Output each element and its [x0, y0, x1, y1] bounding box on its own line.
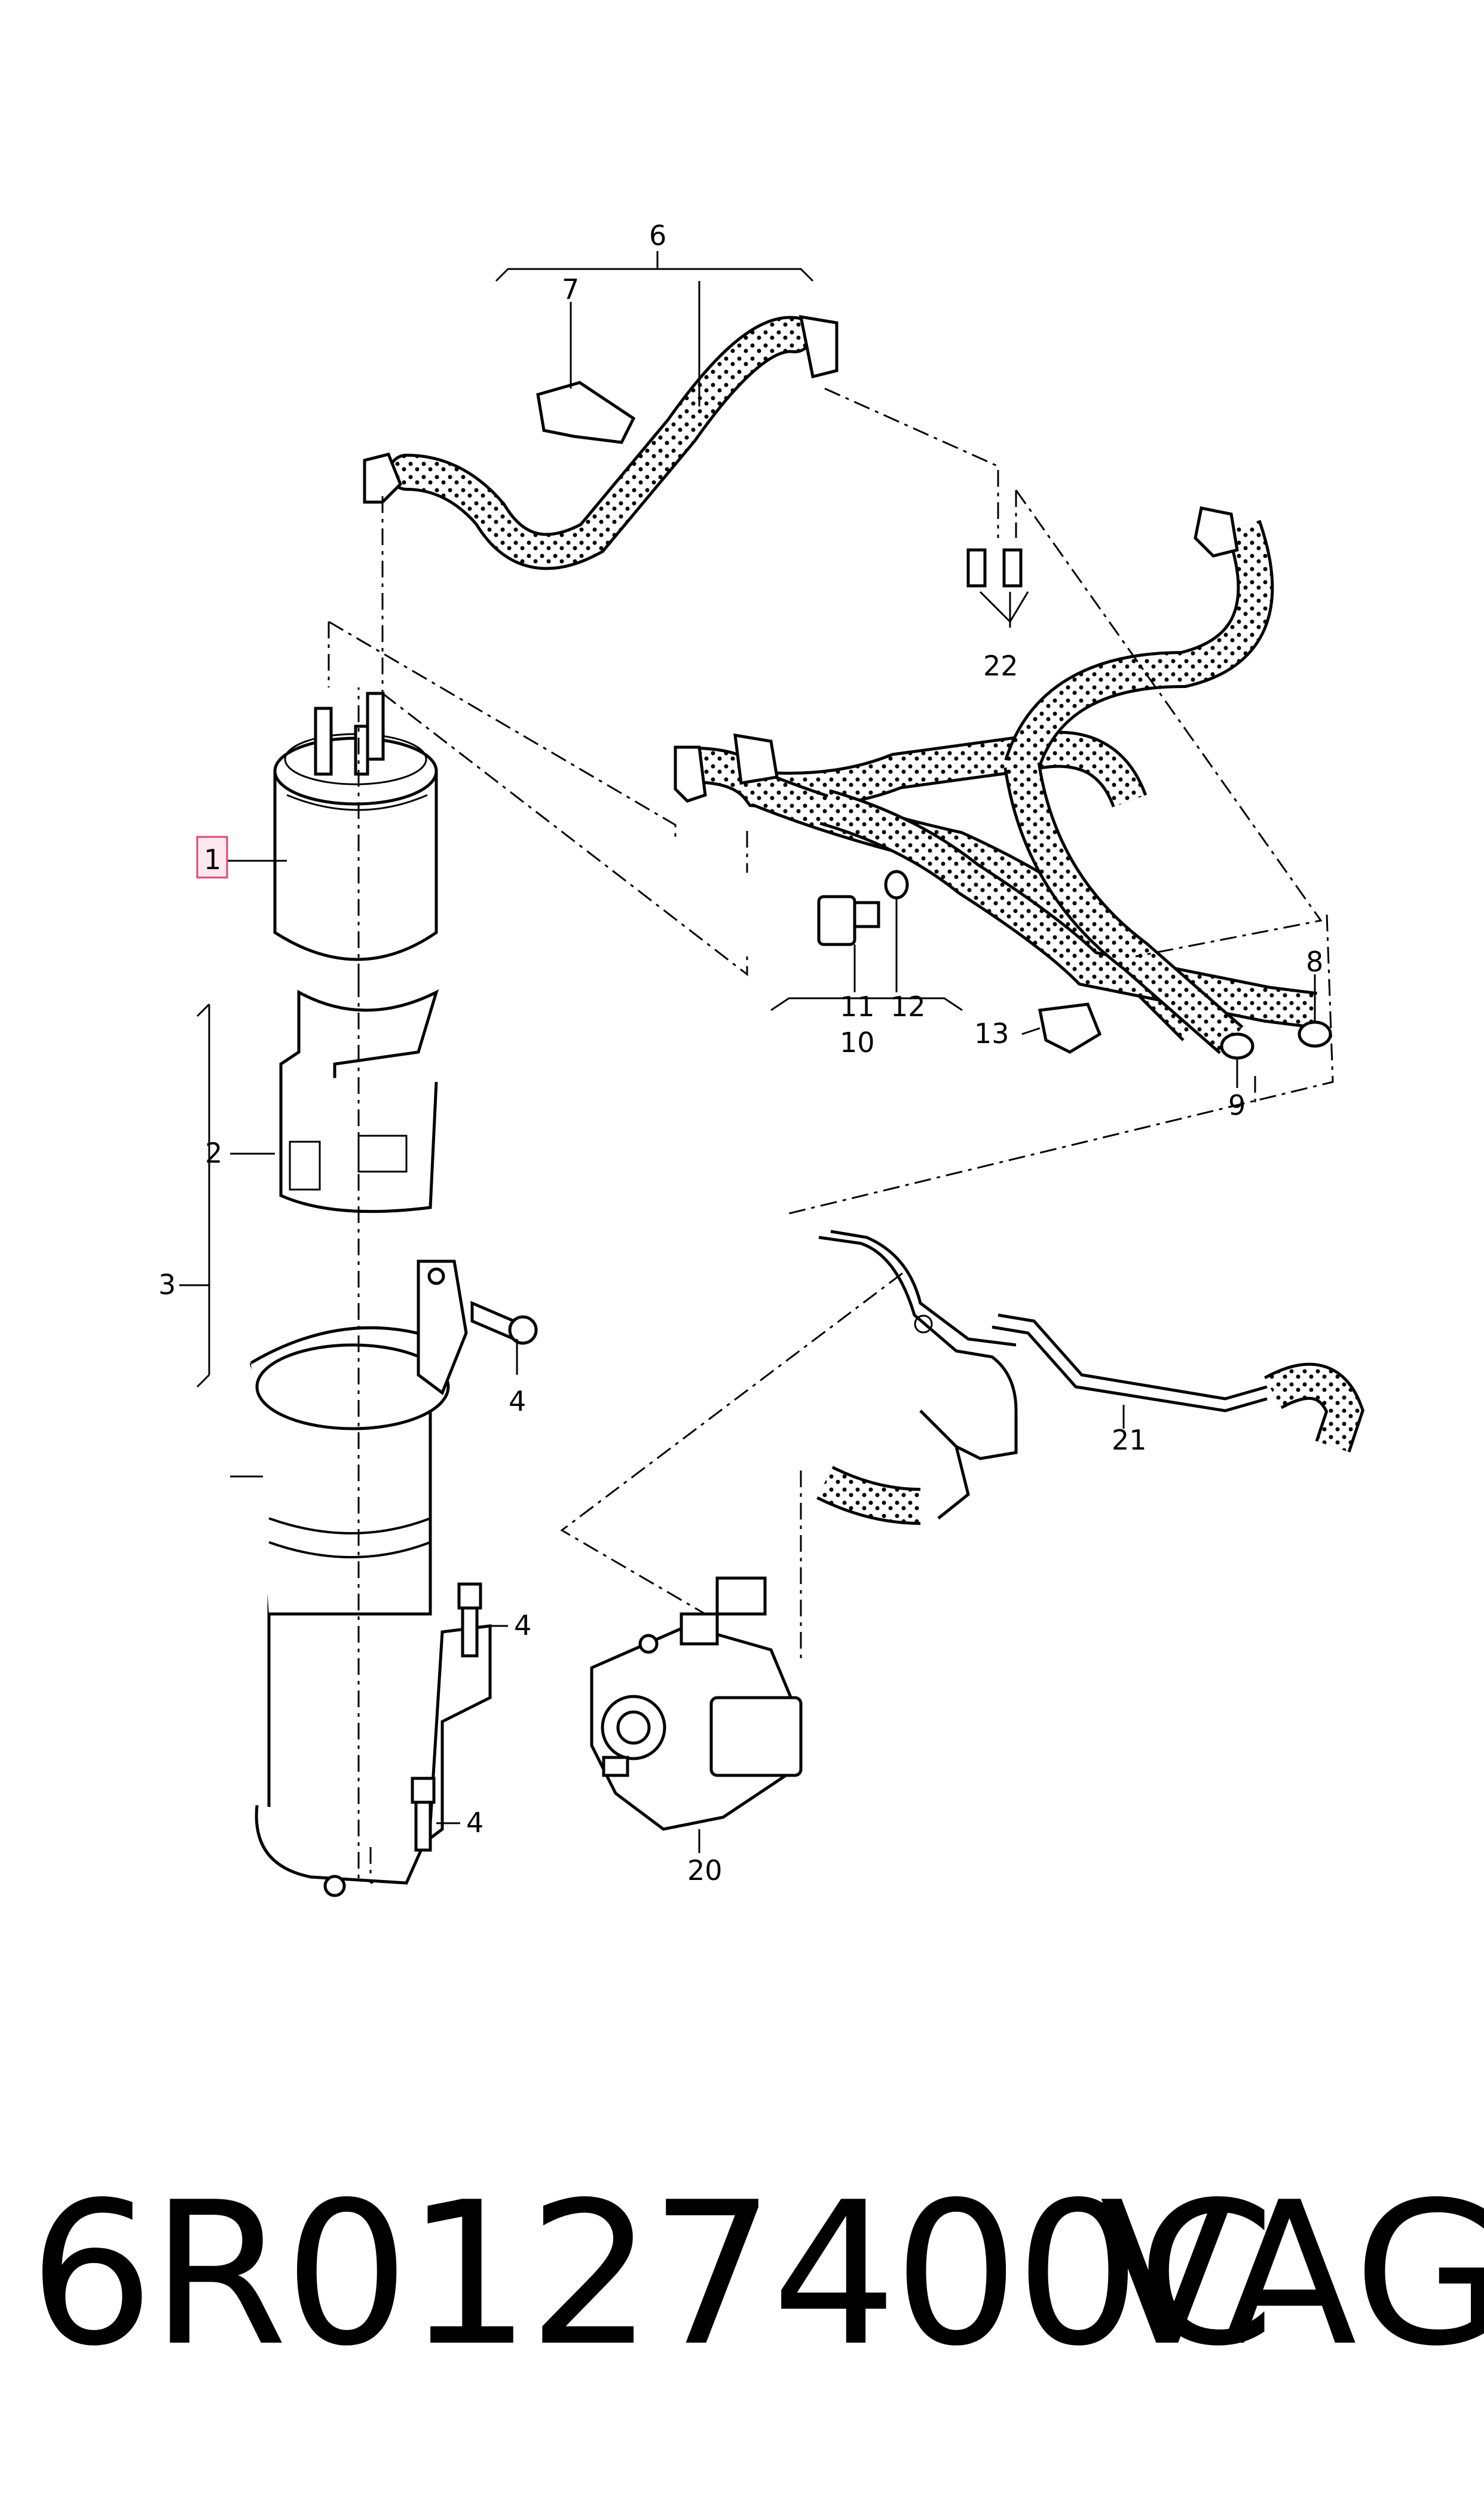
callout-22: 22	[983, 650, 1018, 682]
callout-4-middle: 4	[514, 1609, 531, 1641]
callout-20: 20	[687, 1854, 723, 1887]
fuel-hose-upper	[363, 314, 839, 570]
callout-4-lower: 4	[466, 1806, 484, 1839]
callout-8: 8	[1306, 946, 1323, 978]
high-pressure-line	[816, 1230, 1364, 1525]
fuel-pump	[590, 1576, 803, 1831]
filter-housing	[249, 1259, 492, 1897]
callout-1-highlight	[196, 836, 228, 879]
clip-8	[1298, 1020, 1332, 1048]
svg-text:1: 1	[204, 843, 221, 876]
assembly-lines	[328, 387, 1334, 1883]
callout-leaders	[179, 251, 1316, 1853]
bolt-middle	[457, 1582, 482, 1658]
parts-diagram: 1 2 3 4 4 4 6 7 8 9 10 11 12 13 20 21 22	[158, 219, 1364, 1897]
callout-12: 12	[891, 990, 926, 1023]
fuel-hose-assembly	[674, 506, 1317, 1054]
clip-9	[1220, 1032, 1254, 1060]
callout-2: 2	[205, 1137, 222, 1169]
fuel-filter	[273, 692, 438, 961]
callout-7: 7	[562, 273, 579, 305]
hose-clip	[536, 381, 636, 444]
callout-10: 10	[840, 1026, 875, 1059]
bolt-upper	[470, 1301, 538, 1345]
callout-3: 3	[158, 1268, 176, 1301]
brand-label: VAG	[1100, 2160, 1484, 2389]
temperature-sensor	[817, 895, 880, 946]
clip-13	[1038, 1002, 1102, 1054]
seal-ring	[884, 870, 909, 900]
callout-21: 21	[1112, 1424, 1147, 1456]
callout-4-upper: 4	[509, 1385, 526, 1417]
bolt-lower	[411, 1777, 436, 1852]
connector-pair	[966, 548, 1023, 588]
callout-11: 11	[840, 990, 875, 1023]
callout-13: 13	[974, 1017, 1009, 1050]
callout-6: 6	[649, 219, 666, 252]
part-number: 6R0127400C	[29, 2160, 1275, 2389]
callout-9: 9	[1228, 1089, 1246, 1121]
callout-1: 1	[196, 836, 228, 879]
